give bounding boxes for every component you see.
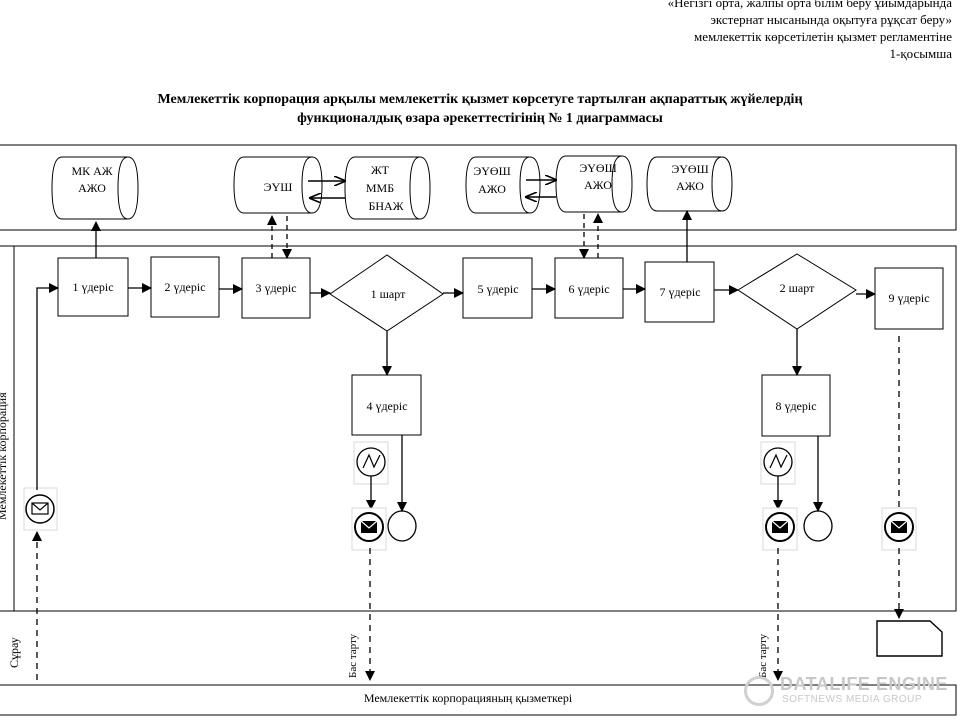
process-step-2: 2 үдеріс: [150, 256, 220, 318]
process-step-7-label: 7 үдеріс: [659, 285, 700, 299]
lane-systems: [0, 144, 957, 231]
message-end-icon-2: [762, 507, 798, 551]
condition-1-diamond: 1 шарт: [329, 254, 444, 332]
watermark-sub: SOFTNEWS MEDIA GROUP: [782, 694, 923, 705]
lane-label-employee: Мемлекеттік корпорацияның қызметкері: [364, 691, 573, 705]
title-line-2: функционалдық өзара әрекеттестігінің № 1…: [297, 111, 663, 126]
end-event-2: [803, 510, 833, 542]
result-document-icon: [876, 620, 943, 657]
system-zht-mmb-bnazh: ЖТ ММБ БНАЖ: [344, 156, 431, 220]
system-euosh-2-line-1: ЭҮӨШ: [579, 161, 616, 175]
condition-1-label: 1 шарт: [371, 287, 406, 301]
arrow-start-to-1: [36, 283, 59, 490]
system-euosh-3: ЭҮӨШ АЖО: [646, 156, 733, 212]
process-step-3-label: 3 үдеріс: [255, 281, 296, 295]
process-step-3: 3 үдеріс: [241, 257, 311, 319]
end-event-1: [387, 510, 417, 542]
system-eush-label: ЭҮШ: [264, 180, 293, 194]
lane-label-request: Сұрау: [7, 637, 21, 668]
lane-label-refusal-2: Бас тарту: [757, 633, 769, 678]
timer-event-icon-2: [760, 441, 796, 485]
system-zht-line-2: ММБ: [366, 181, 394, 195]
message-end-icon-1: [351, 507, 387, 551]
process-step-5-label: 5 үдеріс: [477, 282, 518, 296]
process-step-5: 5 үдеріс: [462, 257, 533, 319]
system-euosh-3-line-2: АЖО: [676, 179, 704, 193]
system-eush: ЭҮШ: [233, 156, 323, 214]
diagram-title: Мемлекеттік корпорация арқылы мемлекетті…: [0, 90, 960, 128]
process-step-9-label: 9 үдеріс: [888, 291, 929, 305]
system-euosh-2: ЭҮӨШ АЖО: [555, 155, 633, 213]
annex-header: «Негізгі орта, жалпы орта білім беру ұйы…: [668, 0, 952, 62]
process-step-6-label: 6 үдеріс: [568, 282, 609, 296]
system-mk-line-1: МК АЖ: [71, 164, 112, 178]
lane-employee: [0, 684, 957, 716]
condition-2-label: 2 шарт: [780, 281, 815, 295]
system-mk-azho: МК АЖ АЖО: [51, 156, 139, 220]
process-step-8-label: 8 үдеріс: [775, 399, 816, 413]
system-euosh-1: ЭҮӨШ АЖО: [465, 156, 541, 214]
annex-line-3: мемлекеттік көрсетілетін қызмет регламен…: [694, 29, 952, 44]
process-step-2-label: 2 үдеріс: [164, 280, 205, 294]
message-end-icon-3: [881, 507, 917, 551]
process-step-4: 4 үдеріс: [351, 374, 422, 436]
lane-label-refusal-1: Бас тарту: [347, 633, 359, 678]
annex-line-1: «Негізгі орта, жалпы орта білім беру ұйы…: [667, 0, 952, 10]
system-zht-line-1: ЖТ: [371, 163, 390, 177]
annex-line-2: экстернат нысанында оқытуға рұқсат беру»: [710, 12, 952, 27]
process-step-1-label: 1 үдеріс: [72, 280, 113, 294]
lane-label-corporation: Мемлекеттік корпорация: [0, 392, 9, 520]
process-step-9: 9 үдеріс: [874, 267, 944, 330]
condition-2-diamond: 2 шарт: [737, 253, 857, 330]
datalife-watermark: DATALIFE ENGINE SOFTNEWS MEDIA GROUP: [744, 672, 954, 712]
annex-line-4: 1-қосымша: [889, 46, 952, 61]
system-mk-line-2: АЖО: [78, 181, 106, 195]
system-euosh-2-line-2: АЖО: [584, 178, 612, 192]
system-euosh-1-line-1: ЭҮӨШ: [473, 164, 510, 178]
watermark-logo-icon: [744, 676, 774, 706]
system-zht-line-3: БНАЖ: [369, 199, 404, 213]
system-euosh-1-line-2: АЖО: [478, 182, 506, 196]
process-step-6: 6 үдеріс: [554, 257, 624, 319]
process-step-1: 1 үдеріс: [57, 257, 129, 317]
process-step-7: 7 үдеріс: [644, 261, 715, 323]
process-step-4-label: 4 үдеріс: [366, 399, 407, 413]
system-euosh-3-line-1: ЭҮӨШ: [671, 162, 708, 176]
watermark-brand: DATALIFE ENGINE: [780, 674, 948, 694]
start-message-icon: [23, 487, 58, 531]
process-step-8: 8 үдеріс: [761, 374, 831, 437]
title-line-1: Мемлекеттік корпорация арқылы мемлекетті…: [157, 92, 803, 107]
